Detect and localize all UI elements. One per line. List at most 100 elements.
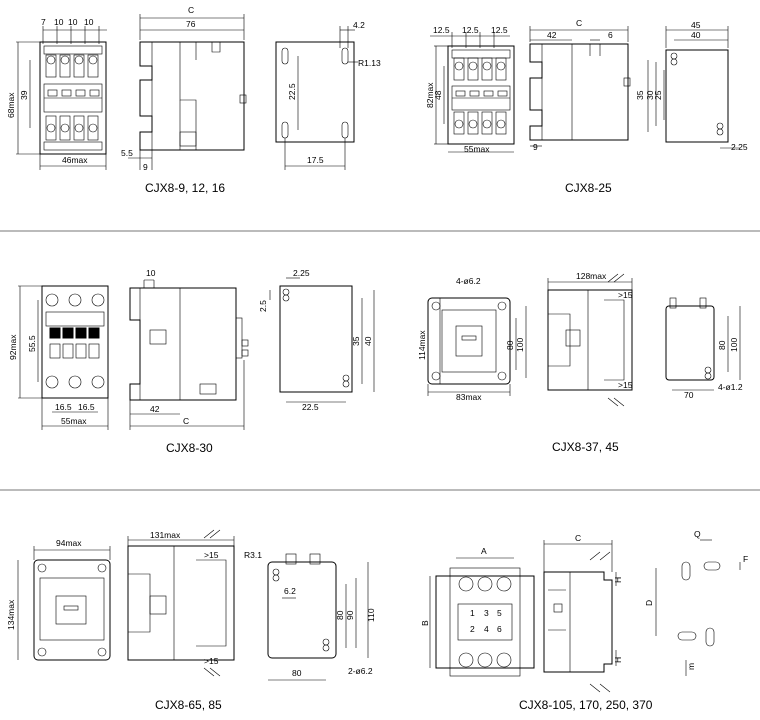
dim-label: 70 [684, 390, 694, 400]
dim-label: 94max [56, 538, 82, 548]
cjx8-30-front-view [18, 285, 109, 430]
cjx8-105-front-view [429, 557, 535, 677]
cjx8-37-mounting-view [665, 297, 741, 391]
dim-label: >15 [204, 656, 219, 666]
dim-label: 17.5 [307, 155, 324, 165]
dim-label: 83max [456, 392, 482, 402]
dim-label: 48 [433, 90, 443, 100]
dim-label: D [644, 600, 654, 606]
dim-label: 16.5 [55, 402, 72, 412]
dim-label: 5.5 [121, 148, 133, 158]
dim-label: 45 [691, 20, 701, 30]
dim-label: 6 [497, 624, 502, 634]
dim-label: 9 [533, 142, 538, 152]
dim-label: C [183, 416, 189, 426]
dim-label: m [686, 663, 696, 670]
dim-label: 82max [425, 82, 435, 108]
dim-label: 4 [484, 624, 489, 634]
cjx8-37-front-view [427, 297, 527, 396]
cjx8-65-mounting-view [267, 553, 369, 681]
dim-label: 3 [484, 608, 489, 618]
dim-label: 12.5 [433, 25, 450, 35]
dim-label: 5 [497, 608, 502, 618]
dim-label: Q [694, 529, 701, 539]
dim-label: 22.5 [302, 402, 319, 412]
dim-label: F [743, 554, 748, 564]
dim-label: R1.13 [358, 58, 381, 68]
cjx8-37-side-view [547, 273, 633, 407]
dim-label: >15 [618, 290, 633, 300]
cjx8-25-front-view [430, 32, 515, 153]
cjx8-30-mounting-view [269, 277, 375, 403]
dim-label: 4.2 [353, 20, 365, 30]
dim-label: 80 [505, 340, 515, 350]
dim-label: >15 [618, 380, 633, 390]
dim-label: 110 [366, 608, 376, 622]
dim-label: 2.25 [731, 142, 748, 152]
dim-label: C [188, 5, 194, 15]
dimension-labels: 7 10 10 10 68max 39 46max C 76 5.5 9 4.2… [6, 5, 748, 678]
dim-label: 10 [54, 17, 64, 27]
dim-label: 30 [645, 90, 655, 100]
dim-label: 2 [470, 624, 475, 634]
dim-label: A [481, 546, 487, 556]
dim-label: 40 [691, 30, 701, 40]
dim-label: 46max [62, 155, 88, 165]
dim-label: C [575, 533, 581, 543]
cjx8-65-front-view [17, 546, 111, 661]
dim-label: 10 [68, 17, 78, 27]
dim-label: 12.5 [491, 25, 508, 35]
dim-label: 7 [41, 17, 46, 27]
dim-label: 131max [150, 530, 181, 540]
dim-label: 90 [345, 610, 355, 620]
dim-label: 6.2 [284, 586, 296, 596]
dim-label: C [576, 18, 582, 28]
dim-label: B [420, 620, 430, 626]
dim-label: 2.5 [258, 300, 268, 312]
cjx8-30-side-view [129, 279, 249, 430]
dim-label: 4-ø6.2 [456, 276, 481, 286]
dim-label: 10 [84, 17, 94, 27]
dim-label: H [613, 577, 623, 583]
cjx8-105-side-view [543, 540, 617, 693]
dim-label: 100 [515, 338, 525, 352]
dim-label: 39 [19, 90, 29, 100]
dim-label: 10 [146, 268, 156, 278]
dim-label: 80 [292, 668, 302, 678]
dim-label: 2.25 [293, 268, 310, 278]
dim-label: 128max [576, 271, 607, 281]
caption-cjx8-25: CJX8-25 [565, 181, 612, 195]
dim-label: 35 [635, 90, 645, 100]
dim-label: 4-ø1.2 [718, 382, 743, 392]
cjx8-9-mounting-view [275, 26, 358, 170]
dim-label: 134max [6, 599, 16, 630]
caption-cjx8-37: CJX8-37, 45 [552, 440, 619, 454]
caption-cjx8-30: CJX8-30 [166, 441, 213, 455]
dim-label: 100 [729, 338, 739, 352]
dim-label: 42 [150, 404, 160, 414]
dim-label: 114max [417, 330, 427, 360]
dim-label: 1 [470, 608, 475, 618]
dim-label: 6 [608, 30, 613, 40]
cjx8-9-side-view [128, 14, 247, 170]
dim-label: 9 [143, 162, 148, 172]
dim-label: 55max [61, 416, 87, 426]
dim-label: 92max [8, 334, 18, 360]
dim-label: 35 [351, 336, 361, 346]
caption-cjx8-9: CJX8-9, 12, 16 [145, 181, 226, 195]
dim-label: 2-ø6.2 [348, 666, 373, 676]
dim-label: 76 [186, 19, 196, 29]
dim-label: R3.1 [244, 550, 262, 560]
caption-cjx8-65: CJX8-65, 85 [155, 698, 222, 712]
dim-label: 80 [335, 610, 345, 620]
dim-label: 55.5 [27, 335, 37, 352]
dim-label: 16.5 [78, 402, 95, 412]
dim-label: 22.5 [287, 83, 297, 100]
cjx8-25-mounting-view [647, 26, 740, 149]
cjx8-105-mounting-view [655, 539, 741, 676]
dim-label: 25 [653, 90, 663, 100]
cjx8-25-side-view [529, 26, 631, 147]
dim-label: 55max [464, 144, 490, 154]
